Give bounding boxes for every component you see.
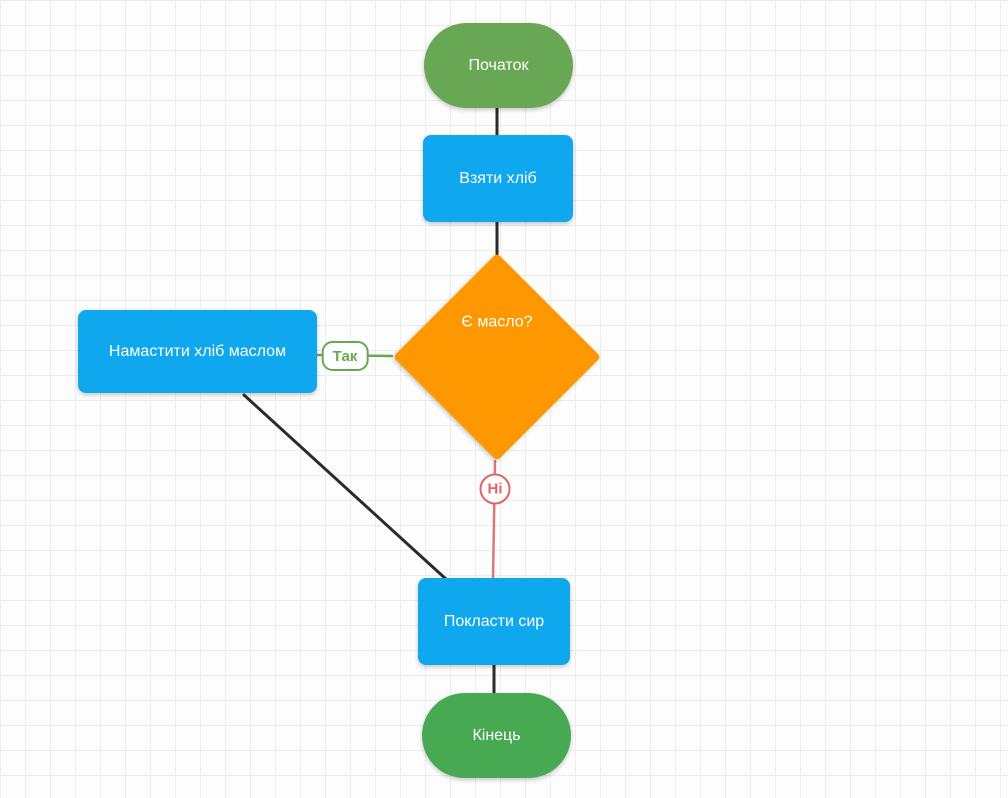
node-put-cheese[interactable]: Покласти сир [418, 578, 570, 665]
edge-label-decision-to-spread-butter[interactable]: Так [321, 341, 369, 371]
node-spread-butter[interactable]: Намастити хліб маслом [78, 310, 317, 393]
node-label: Початок [468, 56, 529, 74]
node-label: Є масло? [461, 313, 533, 331]
edge-label-decision-to-put-cheese[interactable]: Ні [479, 473, 511, 505]
node-label: Взяти хліб [459, 169, 537, 187]
node-label: Намастити хліб маслом [108, 342, 287, 360]
node-take-bread[interactable]: Взяти хліб [423, 135, 573, 222]
node-has-butter[interactable]: Є масло? [393, 253, 601, 461]
edge-spread-butter-to-put-cheese[interactable] [242, 393, 449, 582]
edge-label-text: Ні [487, 480, 503, 498]
edge-label-text: Так [332, 347, 358, 365]
node-end[interactable]: Кінець [422, 693, 571, 778]
node-label: Покласти сир [443, 612, 545, 630]
node-start[interactable]: Початок [424, 23, 573, 108]
node-label: Кінець [472, 726, 521, 744]
decision-diamond-shape [393, 253, 601, 461]
